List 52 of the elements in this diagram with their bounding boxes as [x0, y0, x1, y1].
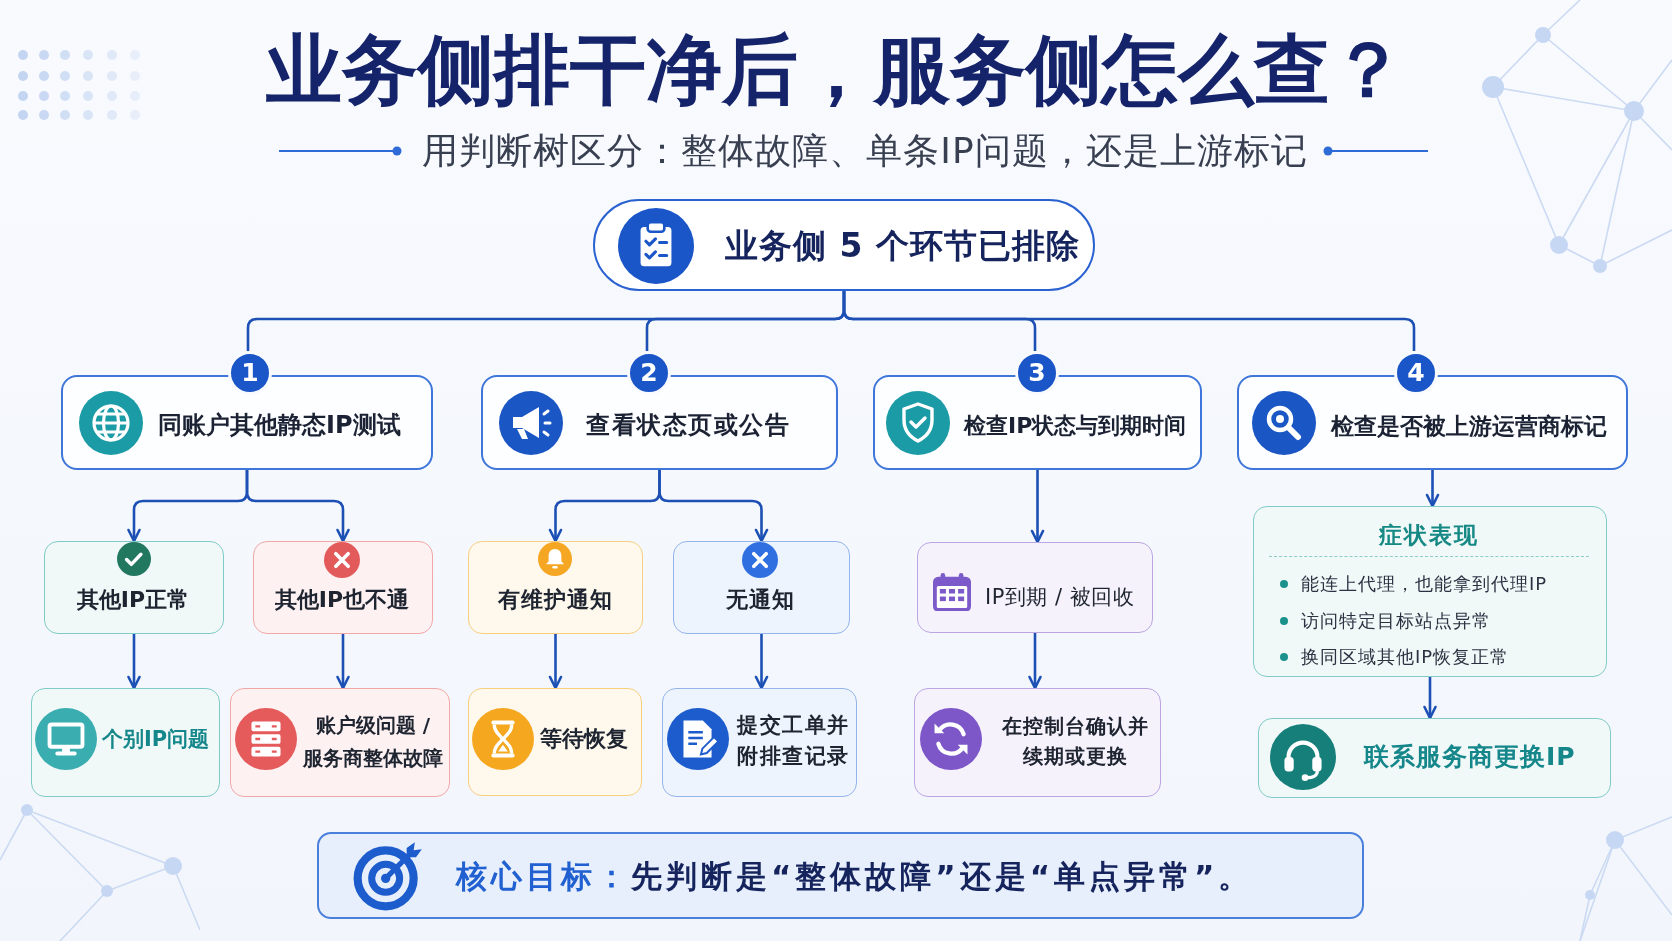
start-label: 业务侧 5 个环节已排除: [725, 225, 1080, 267]
result-label: 个别IP问题: [102, 726, 210, 753]
bullet-text: 换同区域其他IP恢复正常: [1301, 645, 1510, 669]
connector-arrow: [245, 470, 350, 543]
result-label: 账户级问题 / 服务商整体故障: [302, 712, 444, 772]
connector-arrow: [336, 634, 350, 690]
result-box: [468, 688, 642, 796]
condition-box: [253, 541, 433, 634]
bullet-text: 访问特定目标站点异常: [1301, 609, 1491, 633]
condition-box: [673, 541, 850, 634]
connector-arrow: [658, 470, 769, 543]
number-badge: 1: [228, 351, 272, 395]
result-label: 在控制台确认并续期或更换: [1000, 713, 1150, 770]
summary-label: 核心目标：: [456, 858, 631, 894]
condition-box: [44, 541, 224, 634]
condition-box: [468, 541, 643, 634]
result-label: 等待恢复: [540, 725, 628, 753]
connector-arrow: [548, 634, 563, 690]
connector-arrow: [1425, 470, 1440, 508]
result-label: 联系服务商更换IP: [1364, 741, 1576, 773]
condition-label: 有维护通知: [497, 586, 613, 614]
number-badge: 2: [627, 351, 671, 395]
condition-label: 其他IP正常: [76, 586, 190, 614]
condition-label: IP到期 / 被回收: [985, 584, 1135, 611]
step-label: 同账户其他静态IP测试: [158, 410, 401, 441]
step-label: 查看状态页或公告: [586, 410, 790, 441]
connector-arrow: [1423, 677, 1437, 720]
condition-label: 无通知: [725, 586, 795, 614]
condition-label: 其他IP也不通: [274, 586, 410, 614]
summary-box: [317, 832, 1364, 919]
connector-arrow: [754, 634, 769, 690]
result-box: [31, 688, 220, 797]
number-badge: 4: [1394, 351, 1438, 395]
result-box: [914, 688, 1161, 797]
bullet-text: 能连上代理，也能拿到代理IP: [1301, 572, 1548, 596]
number-badge: 3: [1015, 351, 1059, 395]
connector-arrow: [1030, 470, 1045, 544]
result-box: [230, 688, 450, 797]
connector-line: [842, 291, 1416, 351]
result-label: 提交工单并附排查记录: [737, 712, 851, 770]
condition-box: [917, 542, 1153, 633]
subtitle: 用判断树区分：整体故障、单条IP问题，还是上游标记: [422, 129, 1308, 173]
step-label: 检查IP状态与到期时间: [964, 412, 1187, 440]
panel-heading: 症状表现: [1379, 521, 1479, 550]
title: 业务侧排干净后，服务侧怎么查？: [266, 24, 1406, 116]
connector-arrow: [1028, 633, 1042, 690]
summary-text: 先判断是“整体故障”还是“单点异常”。: [631, 858, 1254, 894]
symptom-panel: [1253, 506, 1607, 677]
step-label: 检查是否被上游运营商标记: [1331, 412, 1607, 441]
result-box: [1258, 718, 1611, 798]
connector-arrow: [127, 634, 141, 690]
result-box: [662, 688, 857, 797]
